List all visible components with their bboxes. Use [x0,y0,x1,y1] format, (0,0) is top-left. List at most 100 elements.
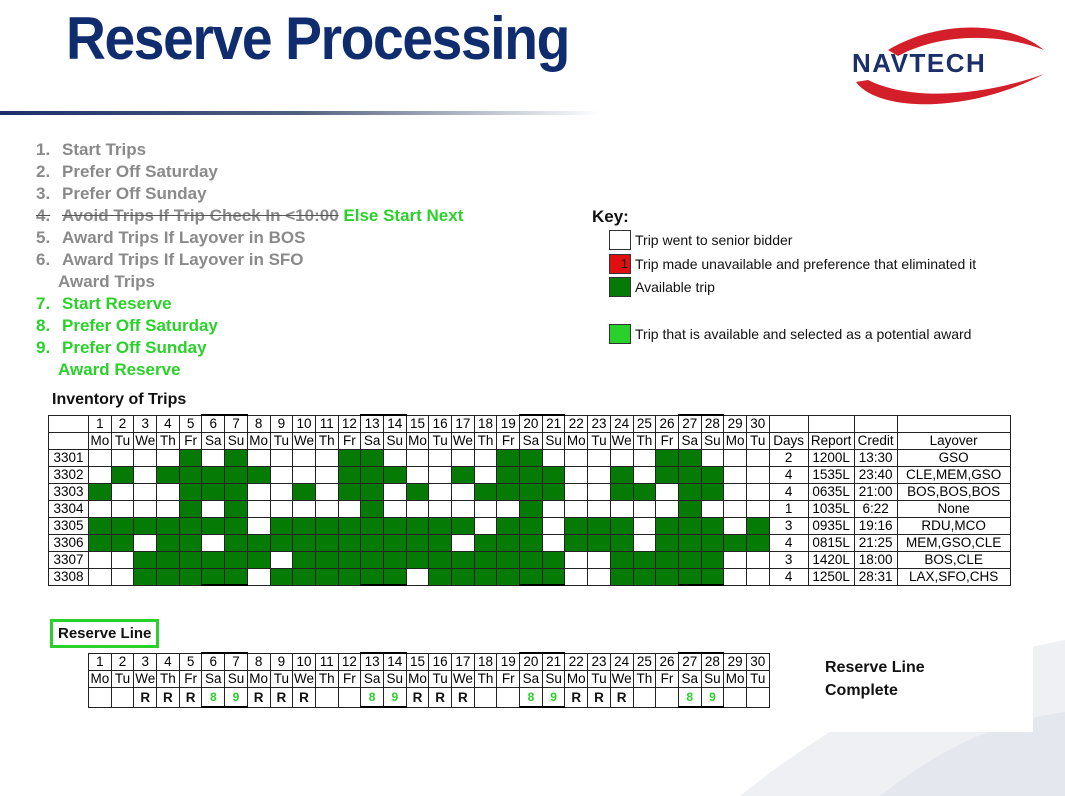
trip-layover: None [896,499,1011,518]
trip-credit: 28:31 [853,567,898,586]
trip-layover: BOS,BOS,BOS [896,482,1011,501]
key-item: Trip went to senior bidder [609,230,792,250]
available-day-cell [224,550,248,569]
available-day-cell [405,550,430,569]
available-day-cell [382,550,407,569]
date-header: 9 [269,652,294,671]
weekday-header: Mo [723,669,747,688]
available-day-cell [519,516,543,535]
date-header: 9 [269,414,294,433]
reserve-day-cell: 8 [360,686,384,708]
weekday-header: Fr [496,669,521,688]
day-cell [564,550,589,569]
reserve-day-cell: R [609,686,634,708]
day-cell [88,465,112,484]
day-cell [382,448,407,467]
available-day-cell [201,550,226,569]
weekday-header: We [609,431,634,450]
day-cell [110,448,135,467]
day-cell [405,465,430,484]
day-cell [314,448,339,467]
logo-text: NAVTECH [852,48,986,78]
day-cell [314,482,339,501]
weekday-header: Su [382,669,407,688]
weekday-header: Fr [178,431,203,450]
available-day-cell [110,465,135,484]
weekday-header: Tu [587,669,611,688]
weekday-header: Tu [269,431,294,450]
day-cell [541,516,566,535]
day-cell [700,448,725,467]
trip-credit: 23:40 [853,465,898,484]
available-day-cell [677,482,702,501]
inventory-title: Inventory of Trips [52,391,187,408]
available-day-cell [110,516,135,535]
day-cell [156,482,180,501]
available-day-cell [700,482,725,501]
day-cell [723,516,747,535]
available-day-cell [382,567,407,586]
weekday-header: Th [156,431,180,450]
day-cell [587,550,611,569]
trip-report: 1420L [807,550,855,569]
date-header: 4 [156,414,180,433]
key-label: Trip that is available and selected as a… [635,326,972,342]
reserve-day-cell [655,686,679,708]
step-text: Award Trips [58,272,155,291]
weekday-header: Tu [745,669,770,688]
available-day-cell [269,516,294,535]
key-item: Available trip [609,277,715,297]
day-cell [723,499,747,518]
available-day-cell [496,516,521,535]
available-day-cell [314,567,339,586]
date-header: 2 [110,652,135,671]
credit-header: Credit [853,431,898,450]
available-day-cell [609,516,634,535]
available-day-cell [496,567,521,586]
day-cell [632,499,657,518]
reserve-day-cell [88,686,112,708]
reserve-day-cell: R [133,686,158,708]
available-day-cell [156,533,180,552]
day-cell [246,482,271,501]
available-day-cell [700,567,725,586]
date-header: 30 [745,414,770,433]
available-day-cell [360,533,384,552]
available-day-cell [360,567,384,586]
day-cell [587,448,611,467]
date-header: 12 [337,652,362,671]
step-text: Prefer Off Sunday [62,338,207,357]
available-day-cell [655,550,679,569]
reserve-day-cell: R [428,686,452,708]
date-header: 29 [723,652,747,671]
weekday-header: Tu [269,669,294,688]
day-cell [587,482,611,501]
date-header: 15 [405,414,430,433]
available-day-cell [292,550,316,569]
days-header: Days [768,431,809,450]
available-day-cell [519,448,543,467]
available-day-cell [246,550,271,569]
available-day-cell [496,448,521,467]
available-day-cell [451,550,475,569]
available-day-cell [519,533,543,552]
day-cell [133,465,158,484]
date-header: 27 [677,414,702,433]
day-cell [133,533,158,552]
date-header: 1 [88,652,112,671]
day-cell [564,448,589,467]
day-cell [723,465,747,484]
weekday-header: We [133,669,158,688]
reserve-day-cell: R [246,686,271,708]
trip-id: 3303 [48,482,89,501]
available-day-cell [360,499,384,518]
available-day-cell [337,448,362,467]
day-cell [632,533,657,552]
available-day-cell [133,516,158,535]
available-day-cell [519,499,543,518]
available-day-cell [337,516,362,535]
day-cell [451,499,475,518]
weekday-header: Tu [110,431,135,450]
